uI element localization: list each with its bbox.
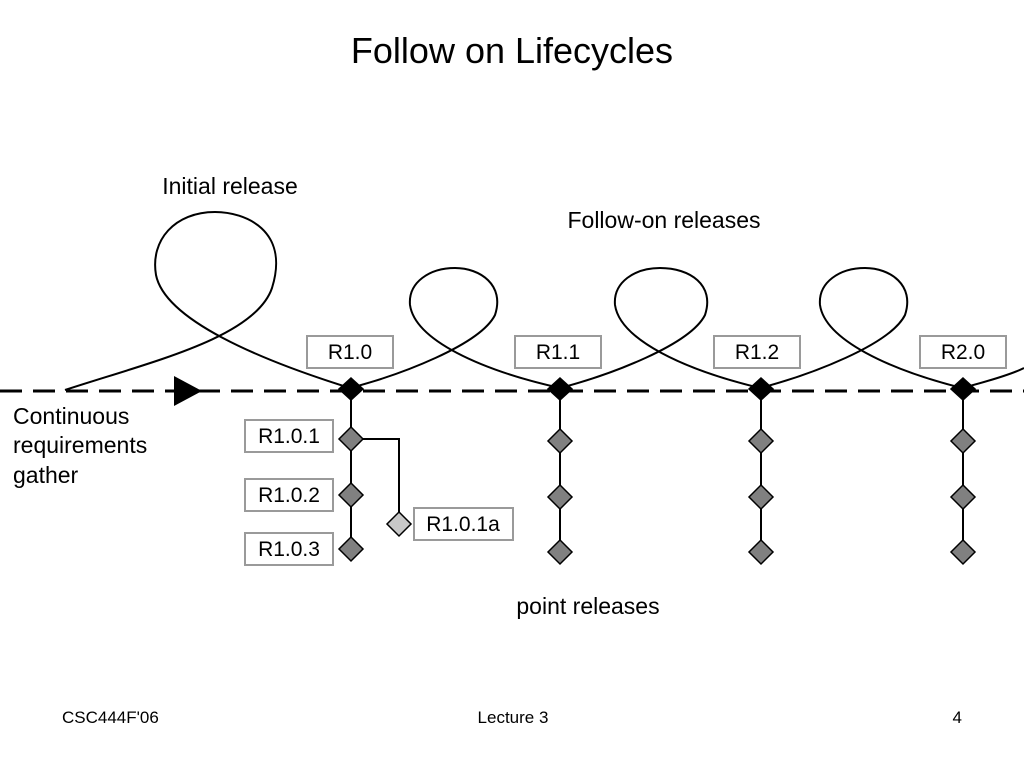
- release-label-r1-2: R1.2: [735, 341, 779, 364]
- timeline-arrow-icon: [174, 376, 202, 406]
- point-box-r1-0-2: [244, 478, 334, 512]
- follow-on-releases-label: Follow-on releases: [567, 207, 760, 233]
- footer-course: CSC444F'06: [62, 708, 159, 727]
- continuous-label-line3: gather: [13, 462, 79, 488]
- release-diamond: [747, 376, 775, 402]
- point-release-diamond: [747, 538, 775, 566]
- point-box-r1-0-3: [244, 532, 334, 566]
- release-diamond: [546, 376, 574, 402]
- point-release-diamond: [546, 427, 574, 455]
- point-releases-label: point releases: [516, 593, 659, 619]
- point-release-diamond: [337, 425, 365, 453]
- point-release-diamond: [747, 483, 775, 511]
- point-label-r1-0-3: R1.0.3: [258, 538, 320, 561]
- point-label-r1-0-2: R1.0.2: [258, 484, 320, 507]
- point-box-r1-0-1: [244, 419, 334, 453]
- branch-box-r1-0-1a: [413, 507, 514, 541]
- continuous-label-line1: Continuous: [13, 403, 129, 429]
- point-release-diamond: [337, 481, 365, 509]
- point-release-diamond: [949, 427, 977, 455]
- release-diamond: [949, 376, 977, 402]
- point-release-diamond: [747, 427, 775, 455]
- footer-lecture: Lecture 3: [478, 708, 549, 727]
- branch-release-diamond: [385, 510, 413, 538]
- footer-page-number: 4: [953, 708, 962, 727]
- point-release-diamond: [949, 538, 977, 566]
- release-box-r1-2: [713, 335, 801, 369]
- point-release-diamond: [949, 483, 977, 511]
- point-label-r1-0-1: R1.0.1: [258, 425, 320, 448]
- release-box-r1-0: [306, 335, 394, 369]
- follow-on-loop-3: [759, 266, 963, 389]
- initial-release-loop: [64, 210, 351, 391]
- follow-on-loop-2: [559, 266, 761, 389]
- release-label-r2-0: R2.0: [941, 341, 985, 364]
- release-diamond: [337, 376, 365, 402]
- initial-release-label: Initial release: [162, 173, 298, 199]
- release-label-r1-0: R1.0: [328, 341, 372, 364]
- point-release-diamond: [546, 483, 574, 511]
- release-box-r2-0: [919, 335, 1007, 369]
- continuous-label-line2: requirements: [13, 432, 147, 458]
- side-branch-line: [351, 438, 400, 523]
- slide-title: Follow on Lifecycles: [351, 30, 673, 71]
- point-release-diamond: [546, 538, 574, 566]
- release-box-r1-1: [514, 335, 602, 369]
- follow-on-loop-1: [349, 266, 561, 389]
- point-release-diamond: [337, 535, 365, 563]
- release-label-r1-1: R1.1: [536, 341, 580, 364]
- branch-label-r1-0-1a: R1.0.1a: [426, 513, 500, 536]
